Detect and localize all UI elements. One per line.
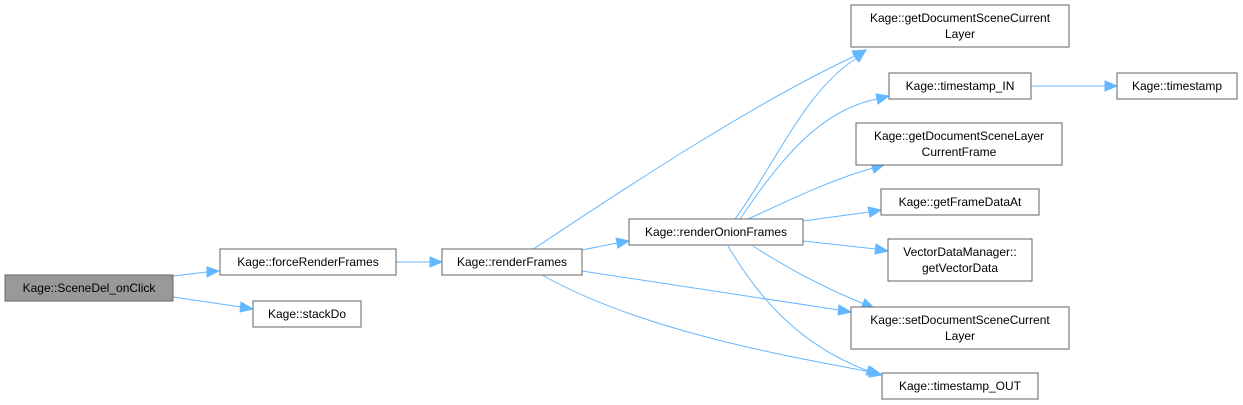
node-label: Kage::timestamp_IN [906, 79, 1015, 93]
node-label: Kage::getFrameDataAt [899, 195, 1022, 209]
node-force-render-frames[interactable]: Kage::forceRenderFrames [219, 248, 397, 276]
node-scene-del-onclick[interactable]: Kage::SceneDel_onClick [4, 274, 174, 302]
edge-renderonionframes-to-getdocumentscenecurrentlayer [734, 49, 868, 220]
node-label: Kage::SceneDel_onClick [23, 281, 157, 295]
node-set-document-scene-current-layer[interactable]: Kage::setDocumentSceneCurrent Layer [850, 306, 1070, 350]
node-timestamp[interactable]: Kage::timestamp [1116, 72, 1238, 100]
node-label: Kage::stackDo [268, 307, 346, 321]
node-label-line-2: Layer [945, 27, 975, 41]
node-label-line-1: Kage::getDocumentSceneCurrent [870, 11, 1051, 25]
node-label-line-2: Layer [945, 329, 975, 343]
node-label-line-2: CurrentFrame [922, 145, 997, 159]
edge-renderonionframes-to-timestampout [727, 245, 881, 376]
node-label-line-2: getVectorData [922, 261, 998, 275]
node-get-frame-data-at[interactable]: Kage::getFrameDataAt [880, 188, 1040, 216]
edge-renderframes-to-setdocumentscenecurrentlayer [581, 270, 853, 316]
edge-scenedel-to-stackdo [172, 296, 255, 313]
edge-renderonionframes-to-timestampin [739, 93, 891, 220]
node-label: Kage::timestamp [1132, 79, 1222, 93]
node-label-line-1: Kage::getDocumentSceneLayer [874, 129, 1044, 143]
edge-renderonionframes-to-getframedataat [802, 206, 883, 222]
edge-renderonionframes-to-getdocumentscenelayercurrentframe [747, 162, 887, 220]
edge-timestampin-to-timestamp [1031, 80, 1119, 92]
node-timestamp-out[interactable]: Kage::timestamp_OUT [881, 372, 1039, 400]
node-vector-data-manager-get-vector-data[interactable]: VectorDataManager:: getVectorData [887, 238, 1033, 282]
node-label-line-1: Kage::setDocumentSceneCurrent [870, 313, 1050, 327]
node-label-line-1: VectorDataManager:: [903, 245, 1016, 259]
edge-renderframes-to-renderonionframes [581, 237, 631, 251]
node-render-onion-frames[interactable]: Kage::renderOnionFrames [628, 218, 804, 246]
edge-scenedel-to-forcerenderframes [172, 266, 221, 278]
node-label: Kage::timestamp_OUT [899, 379, 1022, 393]
edge-forcerenderframes-to-renderframes [396, 256, 444, 268]
node-label: Kage::forceRenderFrames [237, 255, 378, 269]
node-render-frames[interactable]: Kage::renderFrames [441, 248, 583, 276]
edge-renderonionframes-to-getvectordata [802, 240, 890, 255]
node-get-document-scene-current-layer[interactable]: Kage::getDocumentSceneCurrent Layer [850, 4, 1070, 48]
node-timestamp-in[interactable]: Kage::timestamp_IN [888, 72, 1032, 100]
node-label: Kage::renderFrames [457, 255, 567, 269]
node-label: Kage::renderOnionFrames [645, 225, 787, 239]
node-get-document-scene-layer-current-frame[interactable]: Kage::getDocumentSceneLayer CurrentFrame [855, 122, 1063, 166]
node-stack-do[interactable]: Kage::stackDo [252, 300, 362, 328]
